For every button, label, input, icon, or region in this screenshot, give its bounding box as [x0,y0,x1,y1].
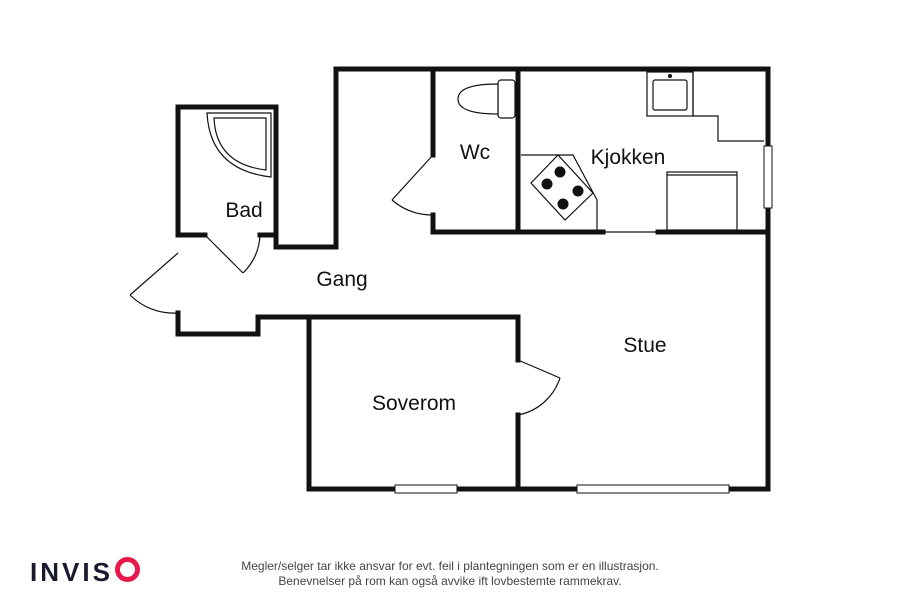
room-label-kjokken: Kjokken [591,146,666,169]
stove-icon [530,154,594,221]
sink-icon [646,71,694,117]
room-label-wc: Wc [460,141,490,164]
room-label-gang: Gang [316,268,367,291]
bedroom-door [517,359,561,416]
entry-door [129,252,179,314]
bathtub-icon [206,112,272,178]
wall-bedroom-top [306,314,521,363]
bath-door [204,234,261,274]
fridge-icon [666,171,738,231]
disclaimer-line-2: Benevnelser på rom kan også avvike ift l… [278,574,622,588]
window-bedroom [394,484,458,494]
room-label-stue: Stue [623,334,666,357]
toilet-icon [457,79,516,119]
disclaimer: Megler/selger tar ikke ansvar for evt. f… [200,559,700,589]
brand-logo: INVIS [30,557,140,588]
wc-door [391,154,434,216]
room-label-bad: Bad [225,199,262,222]
room-label-soverom: Soverom [372,392,456,415]
ring-o-icon [114,557,140,582]
window-living [576,484,730,494]
kitchen-counter [521,72,764,230]
logo-text: INVIS [30,557,113,587]
window-kitchen [763,145,773,209]
disclaimer-line-1: Megler/selger tar ikke ansvar for evt. f… [241,559,659,573]
outer-wall [175,66,771,492]
